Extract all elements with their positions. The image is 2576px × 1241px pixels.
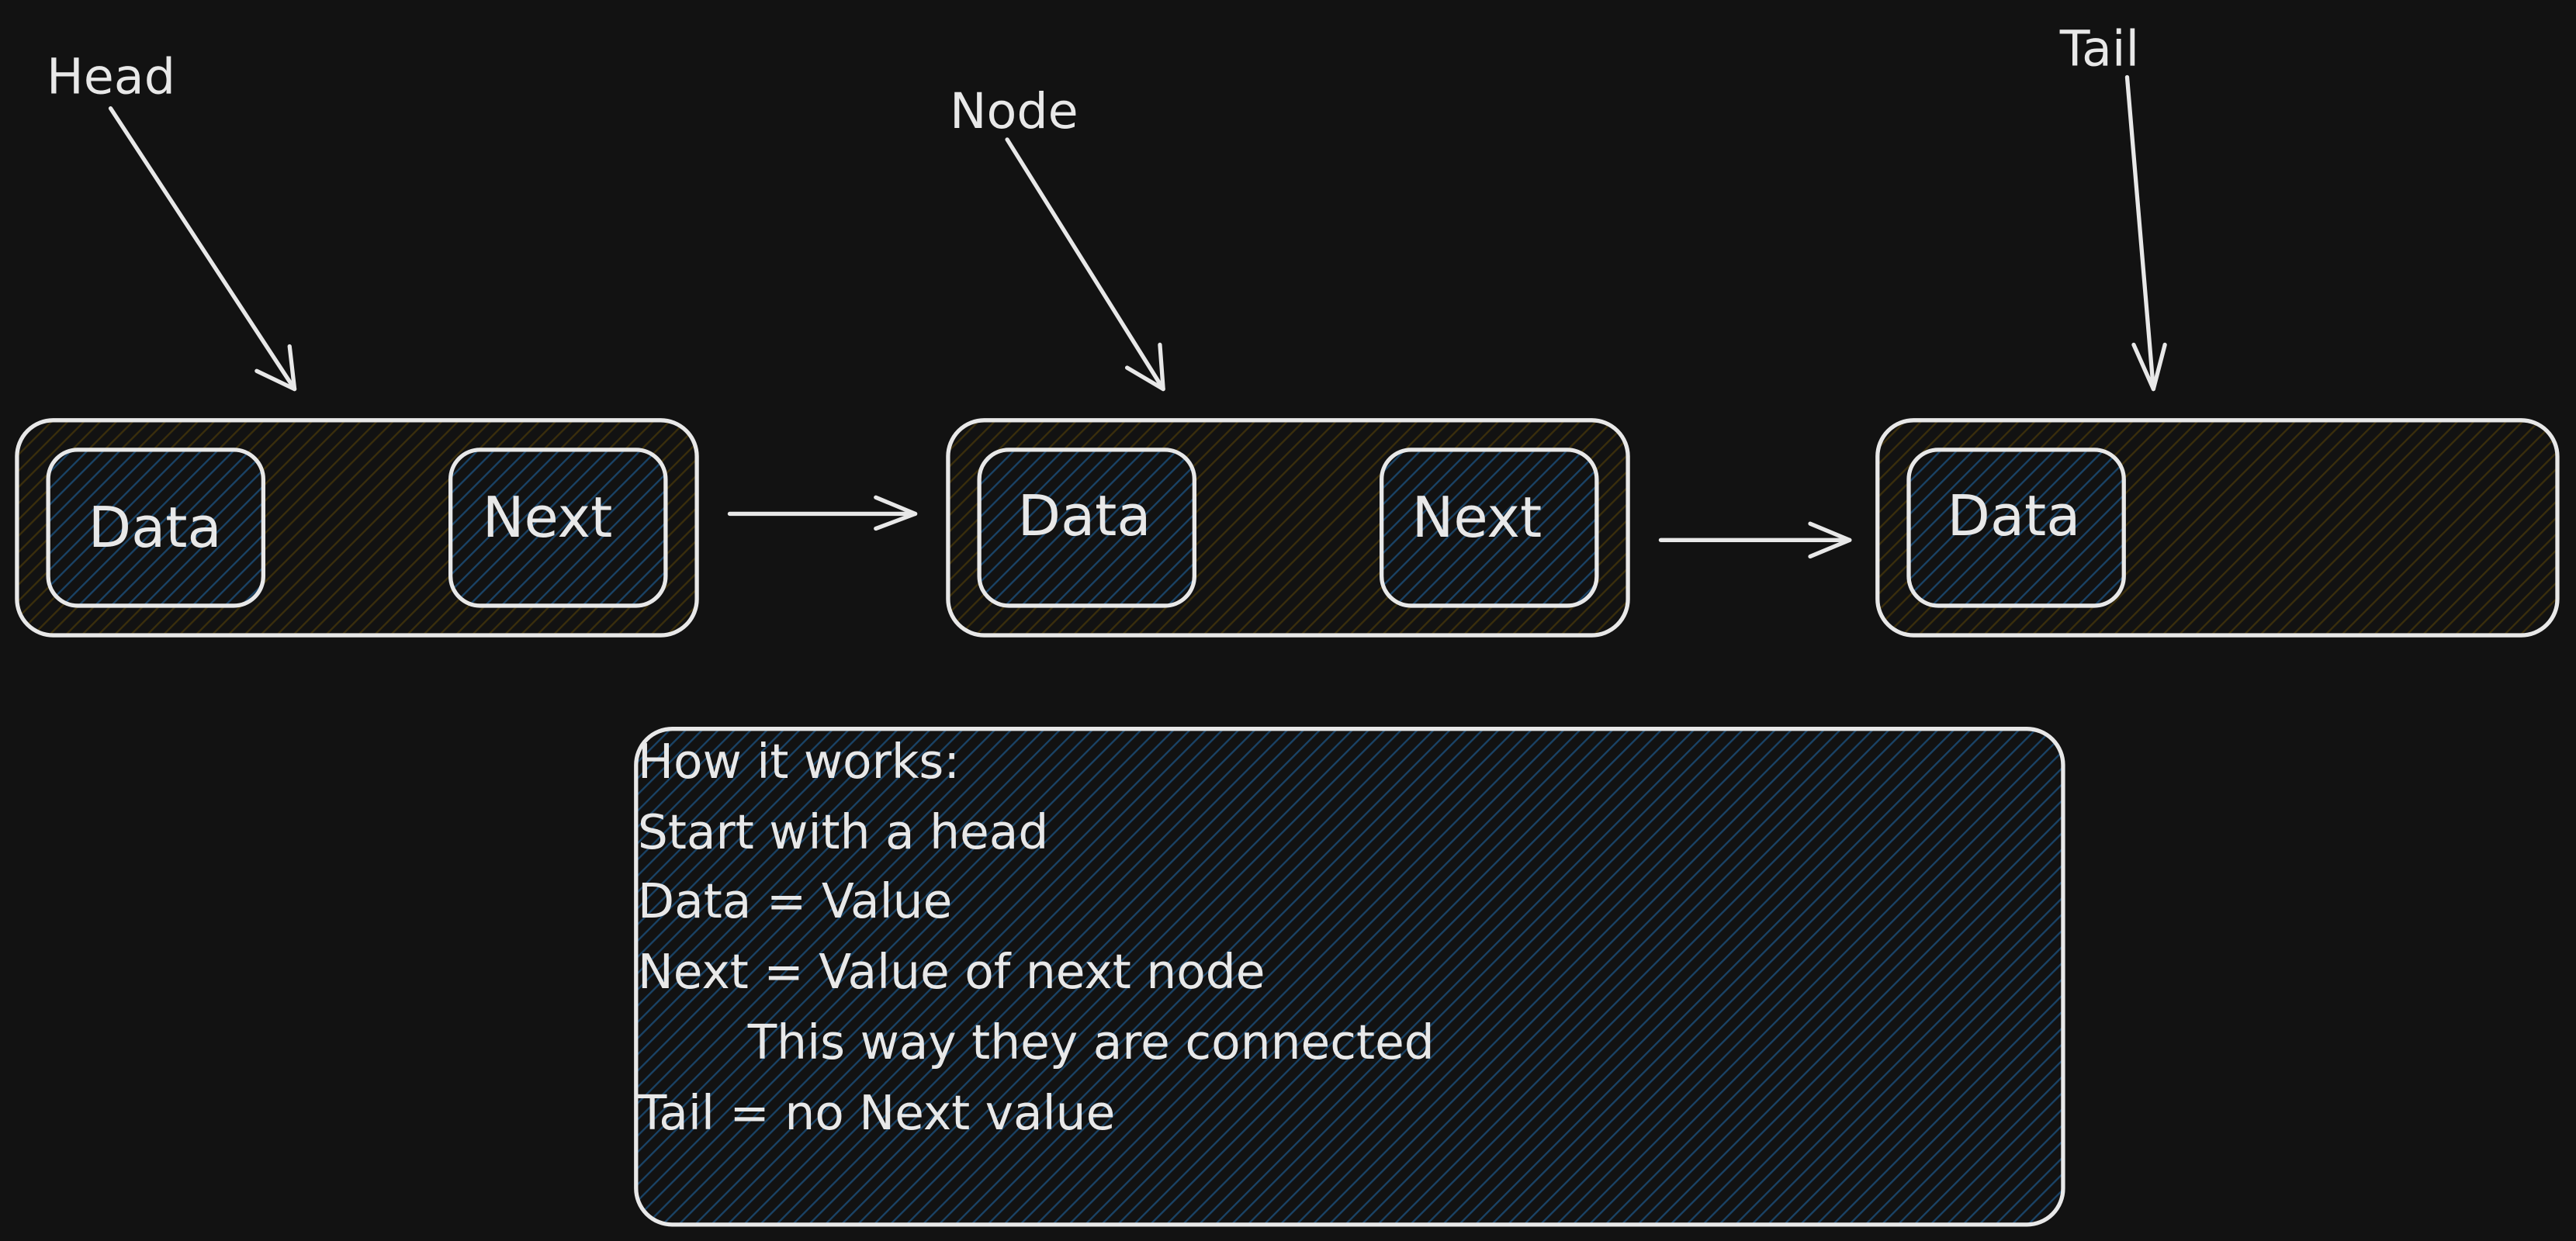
node-1-next-field xyxy=(448,448,668,608)
notes-line-6: Tail = no Next value xyxy=(637,1086,1115,1141)
notes-line-2: Start with a head xyxy=(638,805,1048,860)
node-1-next-label: Next xyxy=(483,485,613,550)
node-2-next-label: Next xyxy=(1412,485,1542,550)
notes-line-1: How it works: xyxy=(638,735,960,790)
node-1-data-label: Data xyxy=(88,495,222,560)
node-3: Data xyxy=(1875,418,2560,638)
notes-line-3: Data = Value xyxy=(638,874,952,929)
link-arrow-2 xyxy=(1658,521,1852,559)
node-label: Node xyxy=(950,82,1079,140)
link-arrow-1 xyxy=(727,495,918,531)
notes-box-frame xyxy=(634,727,2065,1227)
node-2-data-field xyxy=(977,448,1197,608)
node-1-data-field xyxy=(46,448,266,608)
node-1: Data Next xyxy=(15,418,699,638)
node-3-data-field xyxy=(1906,448,2126,608)
head-label: Head xyxy=(47,48,175,105)
node-pointer-arrow xyxy=(1005,137,1165,392)
node-2-next-field xyxy=(1379,448,1599,608)
head-pointer-arrow xyxy=(108,106,297,392)
node-2-data-label: Data xyxy=(1018,483,1151,548)
notes-line-5: This way they are connected xyxy=(747,1015,1435,1070)
notes-box: How it works: Start with a head Data = V… xyxy=(634,727,2065,1227)
node-3-data-label: Data xyxy=(1948,483,2081,548)
notes-line-4: Next = Value of next node xyxy=(638,945,1265,1000)
node-2: Data Next xyxy=(946,418,1630,638)
tail-pointer-arrow xyxy=(2124,74,2167,392)
tail-label: Tail xyxy=(2059,20,2139,78)
